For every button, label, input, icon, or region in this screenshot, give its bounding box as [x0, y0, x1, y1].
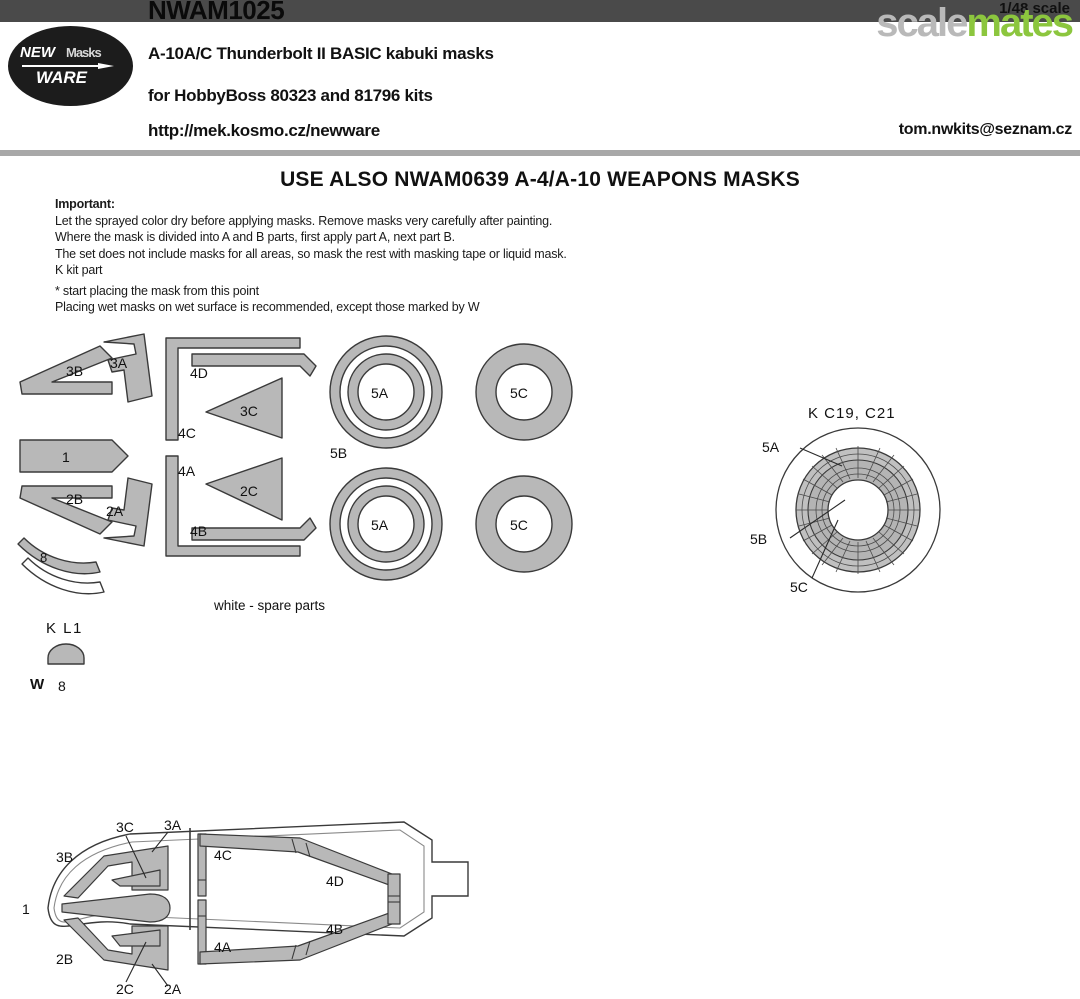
product-title: A-10A/C Thunderbolt II BASIC kabuki mask… — [148, 44, 494, 63]
label-2a: 2A — [106, 503, 124, 519]
canopy-diagram-svg: 3C 3A 3B 1 2B 2C 2A 4C 4D 4B 4A — [22, 817, 469, 997]
wet-mark-icon: W — [30, 676, 45, 693]
instruction-line-2: Where the mask is divided into A and B p… — [55, 230, 455, 244]
label-4b: 4B — [190, 523, 207, 539]
canopy-label-3c: 3C — [116, 819, 134, 835]
mask-wheel-5c-inner-bottom[interactable] — [495, 495, 553, 553]
label-4a: 4A — [178, 463, 196, 479]
newware-brand-logo: NEW Masks WARE — [8, 26, 133, 106]
instruction-line-5: * start placing the mask from this point — [55, 283, 259, 298]
canopy-label-1: 1 — [22, 901, 30, 917]
label-3b: 3B — [66, 363, 83, 379]
canopy-label-4c: 4C — [214, 847, 232, 863]
instruction-line-3: The set does not include masks for all a… — [55, 246, 567, 261]
kl1-title: K L1 — [46, 620, 83, 637]
canopy-label-2a: 2A — [164, 981, 182, 997]
mask-part-4d[interactable] — [191, 353, 317, 377]
mask-part-4b[interactable] — [191, 517, 317, 541]
label-5a-top: 5A — [371, 385, 389, 401]
label-4c: 4C — [178, 425, 196, 441]
right-arrow-icon — [22, 63, 114, 69]
canopy-mask-1[interactable] — [61, 893, 171, 923]
mask-part-2b[interactable] — [19, 485, 113, 535]
label-1: 1 — [62, 449, 70, 465]
label-3c: 3C — [240, 403, 258, 419]
label-4d: 4D — [190, 365, 208, 381]
canopy-leader-lines — [125, 831, 169, 987]
website-url[interactable]: http://mek.kosmo.cz/newware — [148, 121, 380, 140]
header-divider — [0, 150, 1080, 156]
mask-wheel-5a-top[interactable] — [357, 363, 415, 421]
canopy-mask-2b-2a[interactable] — [63, 917, 169, 971]
canopy-label-4b: 4B — [326, 921, 343, 937]
wheel-callout-5c: 5C — [790, 579, 808, 595]
use-also-notice: USE ALSO NWAM0639 A-4/A-10 WEAPONS MASKS — [280, 168, 800, 191]
canopy-mask-4-joint[interactable] — [387, 873, 401, 925]
mask-part-kl1-dome[interactable] — [47, 643, 85, 665]
mask-part-4a[interactable] — [165, 455, 301, 557]
brand-logo-new: NEW — [20, 44, 55, 61]
label-8: 8 — [40, 550, 47, 565]
mask-part-3b[interactable] — [19, 345, 113, 395]
scalemates-logo-part2: mates — [966, 1, 1074, 45]
canopy-mask-2c[interactable] — [111, 929, 161, 947]
mask-wheel-5c-inner-top[interactable] — [495, 363, 553, 421]
wheel-detail-hub[interactable] — [827, 479, 889, 541]
canopy-label-3a: 3A — [164, 817, 182, 833]
mask-part-2a[interactable] — [103, 477, 153, 547]
wheel-tread-rings — [801, 453, 915, 567]
label-3a: 3A — [110, 355, 128, 371]
canopy-segment-ticks — [198, 838, 400, 960]
mask-part-8-strip-a[interactable] — [17, 537, 101, 575]
instructions-heading: Important: — [55, 197, 115, 211]
instructions-block: Important: Let the sprayed color dry bef… — [55, 196, 815, 316]
compatible-kits: for HobbyBoss 80323 and 81796 kits — [148, 86, 433, 105]
instruction-line-1: Let the sprayed color dry before applyin… — [55, 213, 553, 228]
scalemates-logo: scalemates — [876, 1, 1074, 45]
instruction-line-6: Placing wet masks on wet surface is reco… — [55, 300, 480, 314]
mask-part-1[interactable] — [19, 439, 129, 473]
scalemates-logo-part1: scale — [876, 1, 968, 45]
mask-part-4c[interactable] — [165, 337, 301, 441]
mask-part-3c[interactable] — [205, 377, 283, 439]
parts-sheet-diagram: 3B 3A 1 2B 2A 8 4D 3C 4C 4A 2C 4B 5A 5B … — [0, 320, 1080, 720]
label-5c-top: 5C — [510, 385, 528, 401]
mask-part-3a[interactable] — [103, 333, 153, 403]
brand-logo-ware: WARE — [36, 68, 87, 87]
contact-email[interactable]: tom.nwkits@seznam.cz — [898, 121, 1073, 138]
label-2b: 2B — [66, 491, 83, 507]
scale-label: 1/48 scale — [999, 0, 1070, 17]
canopy-label-2c: 2C — [116, 981, 134, 997]
brand-logo-masks: Masks — [66, 45, 102, 60]
label-5c-bottom: 5C — [510, 517, 528, 533]
header-bar — [0, 0, 1080, 22]
label-5a-bottom: 5A — [371, 517, 389, 533]
canopy-label-4d: 4D — [326, 873, 344, 889]
wheel-detail-drawing — [775, 427, 941, 593]
wheel-callout-5b: 5B — [750, 531, 767, 547]
kl1-count: 8 — [58, 678, 66, 694]
mask-part-8-strip-b[interactable] — [21, 557, 105, 595]
canopy-label-4a: 4A — [214, 939, 232, 955]
label-2c: 2C — [240, 483, 258, 499]
mask-wheel-5a-bottom[interactable] — [357, 495, 415, 553]
canopy-label-3b: 3B — [56, 849, 73, 865]
wheel-callout-leaders — [789, 447, 846, 579]
label-5b: 5B — [330, 445, 347, 461]
instruction-line-4: K kit part — [55, 263, 103, 277]
canopy-label-2b: 2B — [56, 951, 73, 967]
canopy-placement-diagram: 3C 3A 3B 1 2B 2C 2A 4C 4D 4B 4A — [0, 800, 1080, 999]
product-code: NWAM1025 — [148, 0, 285, 25]
wheel-callout-5a: 5A — [762, 439, 780, 455]
spare-parts-caption: white - spare parts — [214, 598, 326, 613]
mask-part-2c[interactable] — [205, 457, 283, 521]
parts-sheet-svg: 3B 3A 1 2B 2A 8 4D 3C 4C 4A 2C 4B 5A 5B … — [17, 333, 941, 665]
wheel-detail-title: K C19, C21 — [808, 405, 896, 422]
